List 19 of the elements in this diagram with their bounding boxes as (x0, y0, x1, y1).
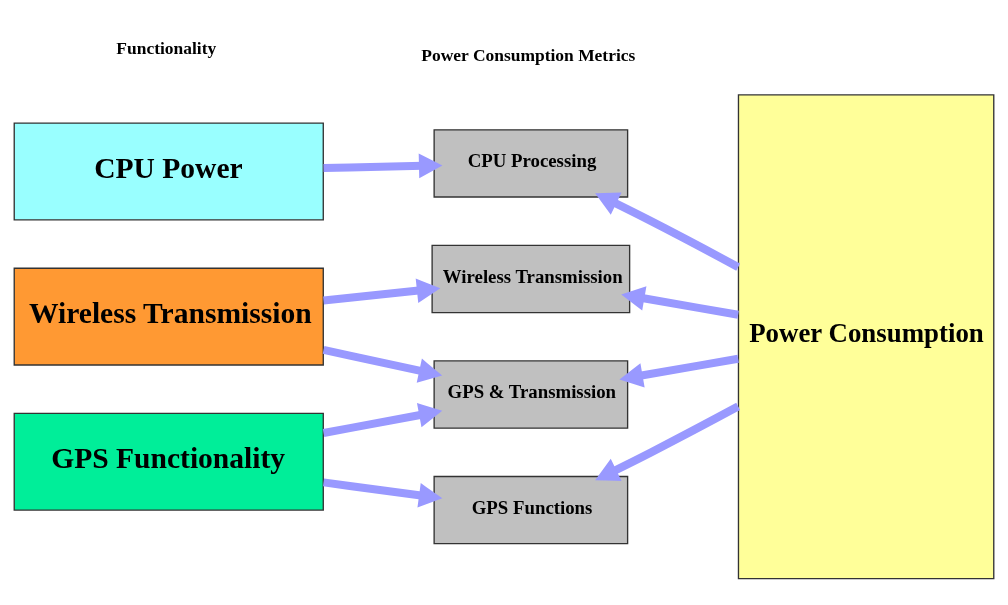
node-box: GPS Functions (433, 475, 629, 545)
node-box: Wireless Transmission (13, 267, 324, 366)
arrow (619, 354, 739, 388)
node-box: Power Consumption (737, 94, 995, 580)
node-box: GPS Functionality (13, 412, 324, 511)
node-box: GPS & Transmission (433, 360, 629, 429)
node-box: Wireless Transmission (431, 244, 631, 314)
node-box: CPU Processing (433, 129, 629, 198)
node-box: CPU Power (13, 122, 324, 221)
arrow (595, 402, 741, 481)
arrow (322, 403, 443, 437)
arrow (323, 478, 443, 508)
arrow (595, 192, 741, 271)
arrow (323, 153, 443, 179)
arrow (621, 286, 739, 319)
arrow (322, 345, 443, 383)
label: Power Consumption Metrics (421, 44, 636, 65)
arrow (323, 278, 441, 305)
label: Functionality (116, 37, 217, 58)
